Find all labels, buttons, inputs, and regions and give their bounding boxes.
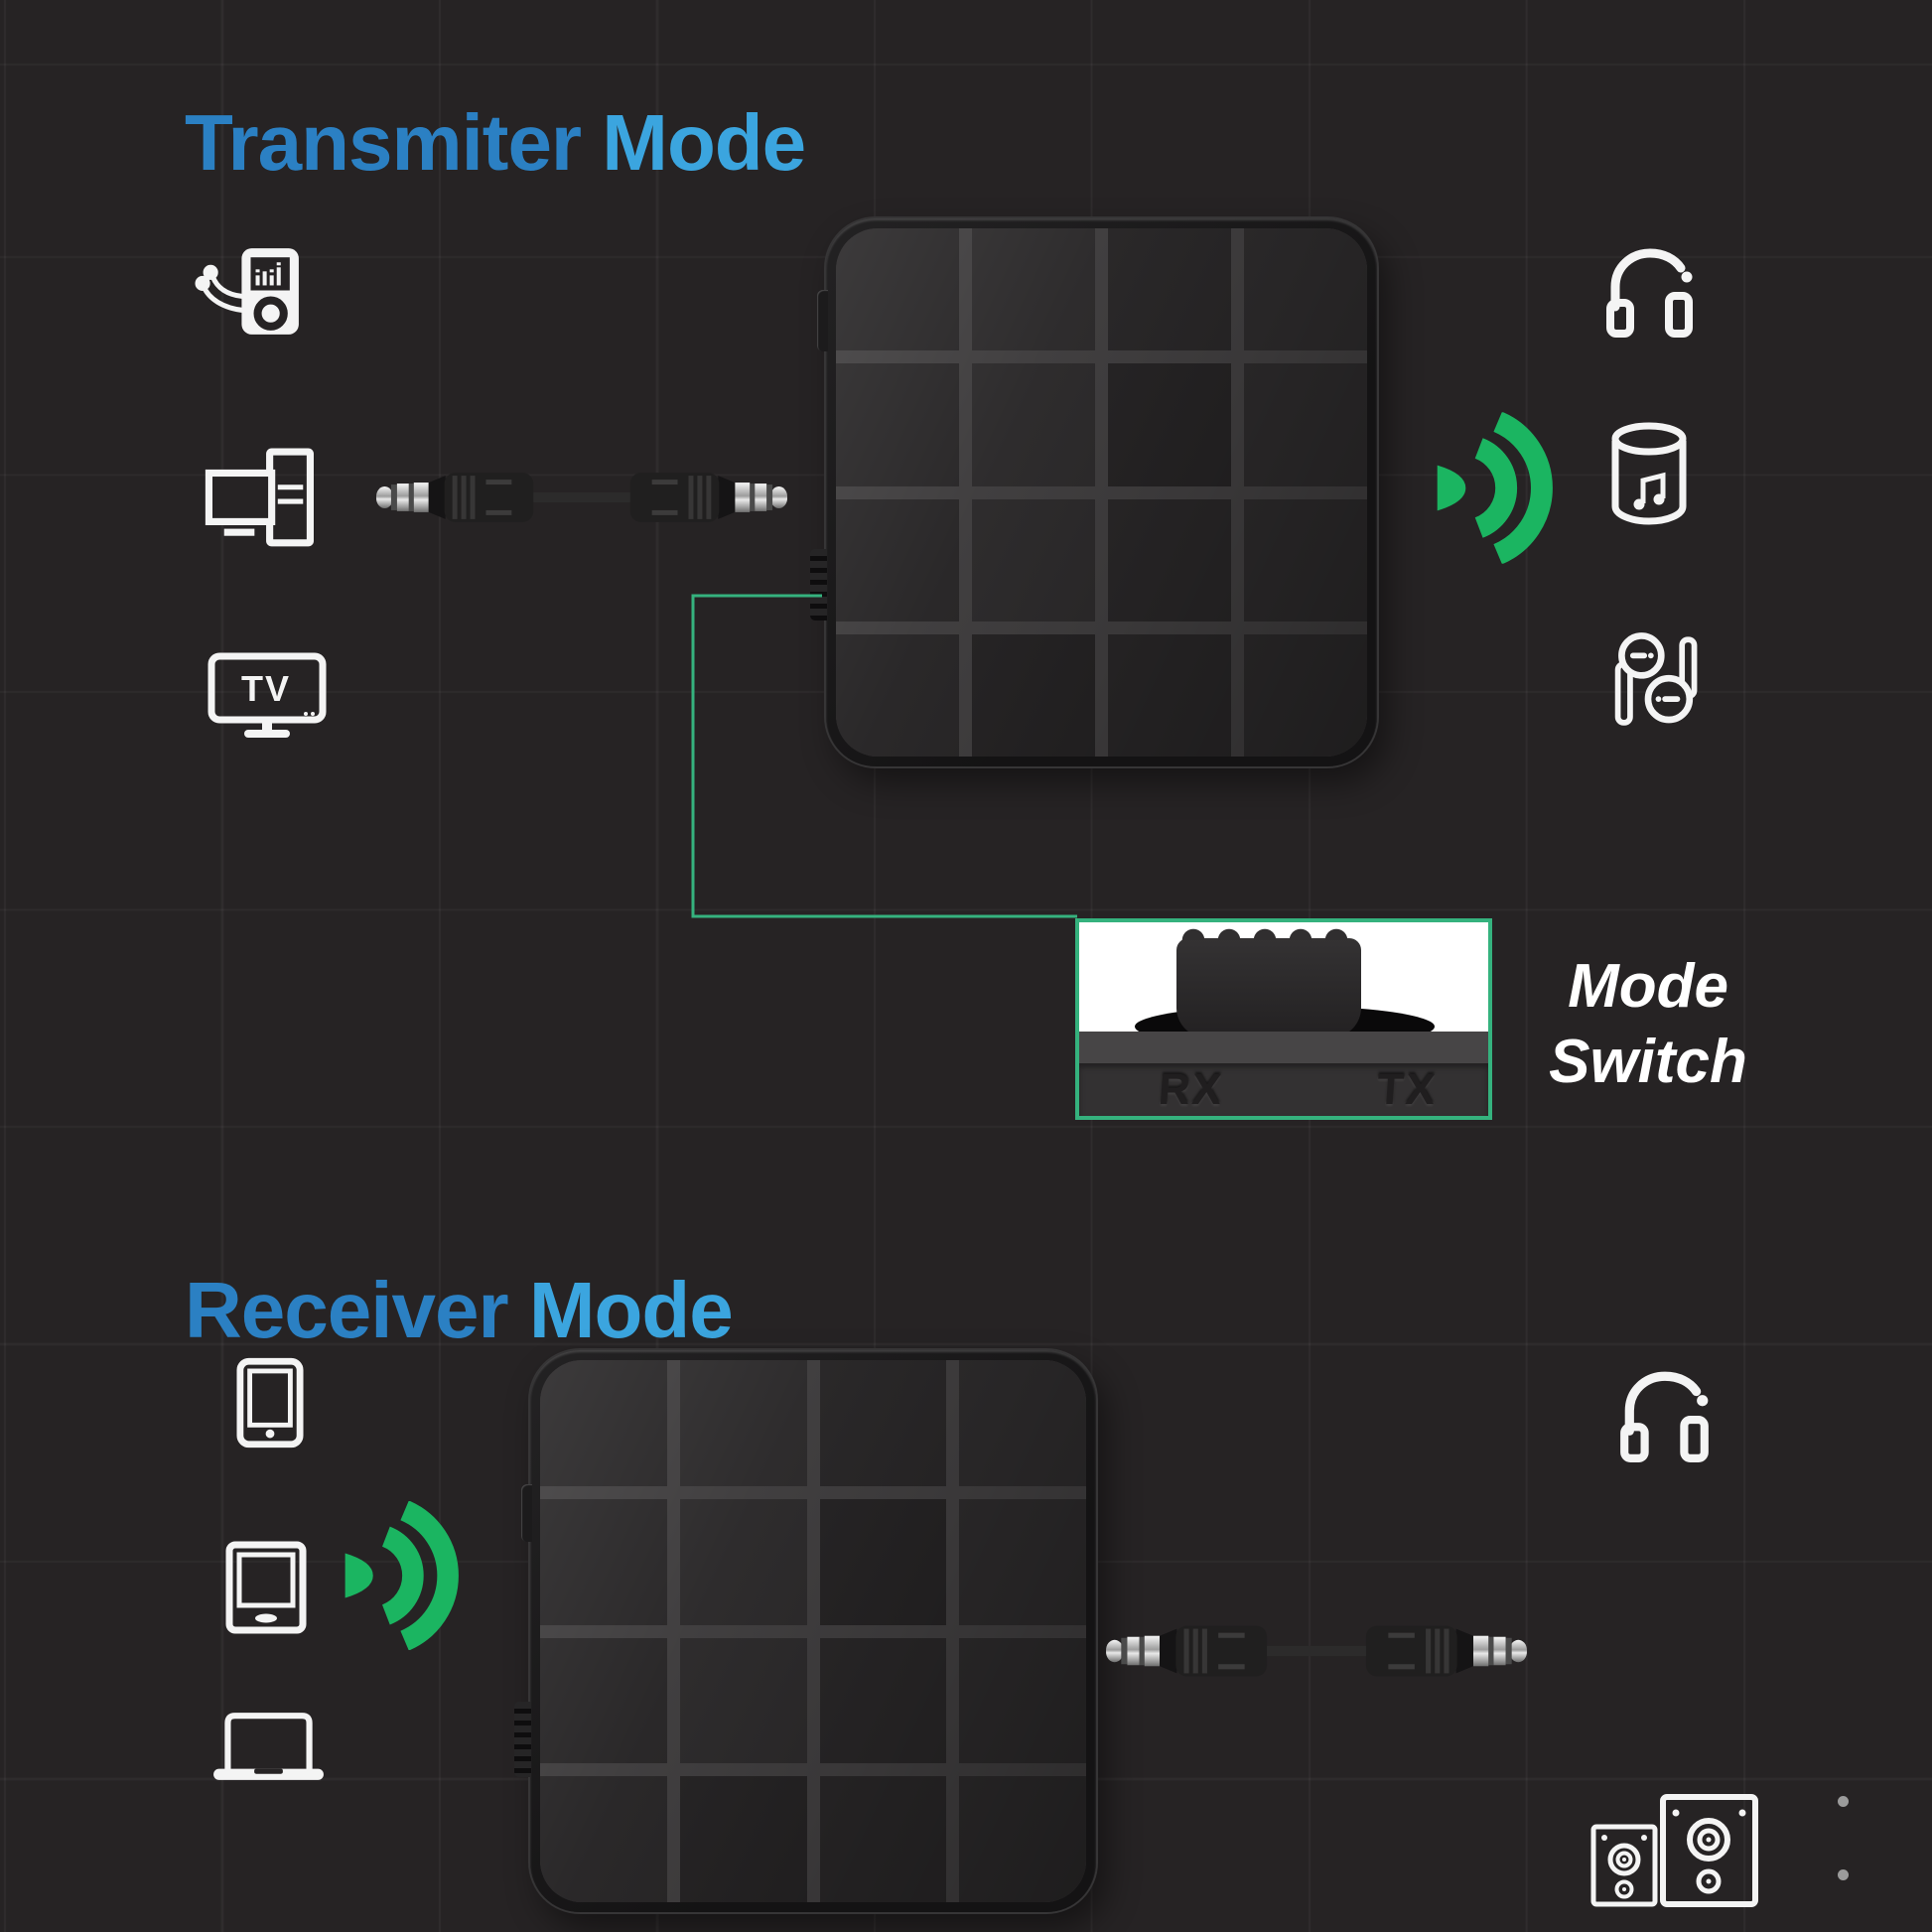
laptop-icon — [213, 1713, 324, 1780]
smartphone-icon — [225, 1541, 307, 1634]
device-tile — [959, 1637, 1086, 1764]
tx-label: TX — [1375, 1065, 1439, 1114]
device-tile — [540, 1498, 667, 1625]
wireless-signal-icon — [340, 1501, 459, 1650]
device-tile — [540, 1360, 667, 1486]
transceiver-device-rx — [514, 1350, 1096, 1912]
device-tile — [1108, 498, 1231, 621]
device-tile — [819, 1498, 947, 1625]
device-tile — [972, 363, 1095, 486]
headphones-icon — [1614, 1364, 1716, 1465]
device-tile — [819, 1776, 947, 1902]
device-tile — [679, 1776, 807, 1902]
rx-label: RX — [1157, 1065, 1225, 1114]
bookshelf-speakers-icon — [1590, 1794, 1758, 1907]
switch-housing-front — [1079, 1063, 1488, 1116]
switch-knob-knurls — [1178, 925, 1359, 940]
headphones-icon — [1600, 241, 1700, 341]
device-power-button — [521, 1484, 532, 1542]
device-tile — [540, 1637, 667, 1764]
device-tile — [1244, 633, 1367, 757]
device-tile — [819, 1637, 947, 1764]
device-tile — [819, 1360, 947, 1486]
device-tile — [1108, 228, 1231, 351]
tv-icon: TV — [207, 652, 327, 738]
mp3-player-icon — [195, 248, 299, 335]
tv-label: TV — [241, 668, 291, 709]
device-mode-switch-knurl — [810, 549, 827, 621]
device-power-button — [817, 290, 828, 351]
receiver-title-text: Receiver — [185, 1265, 529, 1354]
device-tile — [959, 1498, 1086, 1625]
transmitter-mode-title: Transmiter Mode — [185, 102, 806, 183]
transmitter-title-text: Transmiter — [185, 97, 603, 187]
device-tile — [972, 228, 1095, 351]
tablet-icon — [236, 1357, 304, 1449]
device-tile — [540, 1776, 667, 1902]
aux-cable-icon — [1104, 1608, 1529, 1694]
receiver-mode-title: Receiver Mode — [185, 1270, 734, 1350]
device-tile — [959, 1360, 1086, 1486]
mode-switch-label-line2: Switch — [1549, 1027, 1747, 1096]
mode-switch-callout: RX TX — [1075, 918, 1492, 1120]
mode-switch-label: Mode Switch — [1445, 949, 1852, 1099]
switch-knob — [1176, 925, 1361, 1037]
earbuds-icon — [1614, 632, 1698, 726]
transceiver-device-tx — [810, 218, 1377, 766]
device-mode-switch-knurl — [514, 1702, 531, 1777]
device-glossy-sheen — [540, 1360, 1086, 1902]
device-top-face — [836, 228, 1367, 757]
device-tile — [836, 363, 959, 486]
device-tile — [679, 1360, 807, 1486]
device-tile — [1108, 363, 1231, 486]
device-tile — [679, 1637, 807, 1764]
aux-cable-icon — [374, 456, 789, 539]
device-tile — [1244, 363, 1367, 486]
device-tile — [679, 1498, 807, 1625]
device-top-face — [540, 1360, 1086, 1902]
decorative-dot — [1838, 1796, 1849, 1807]
device-glossy-sheen — [836, 228, 1367, 757]
wireless-signal-icon — [1432, 412, 1553, 564]
smart-speaker-icon — [1611, 422, 1687, 525]
switch-housing-edge — [1079, 1032, 1488, 1063]
device-tile — [836, 228, 959, 351]
device-tile — [1244, 228, 1367, 351]
transmitter-title-accent: Mode — [602, 97, 806, 187]
decorative-dot — [1838, 1869, 1849, 1880]
device-grid-tiles — [540, 1360, 1086, 1902]
device-tile — [1108, 633, 1231, 757]
desktop-computer-icon — [205, 448, 314, 547]
mode-switch-label-line1: Mode — [1568, 952, 1728, 1021]
device-tile — [1244, 498, 1367, 621]
device-tile — [959, 1776, 1086, 1902]
receiver-title-accent: Mode — [528, 1265, 734, 1354]
